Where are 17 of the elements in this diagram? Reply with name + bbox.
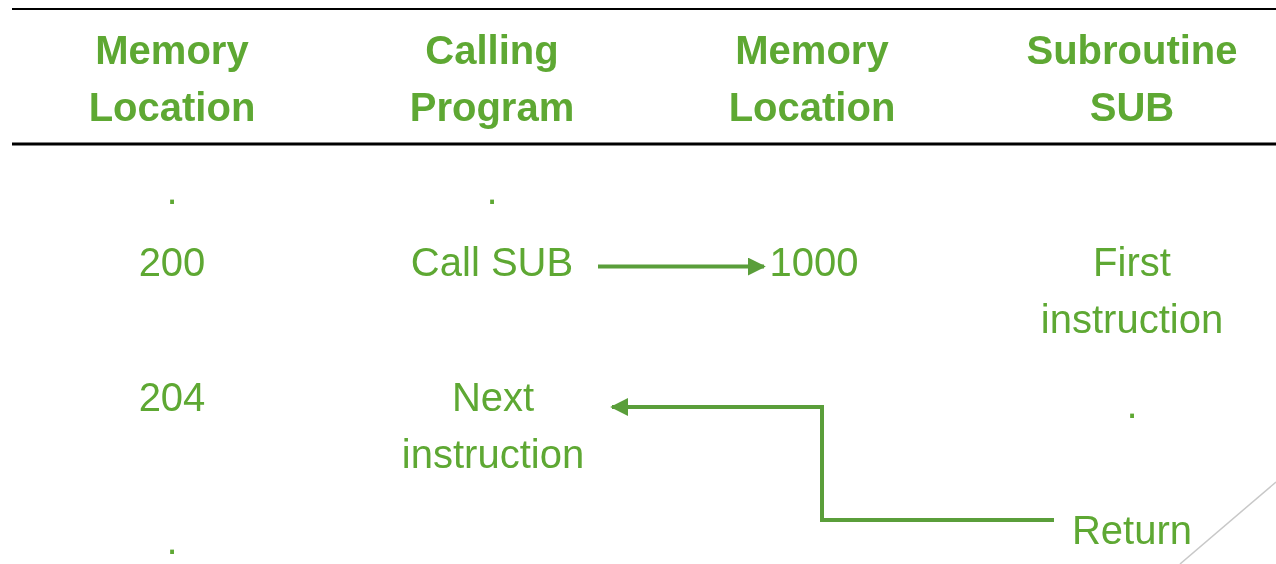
instruction-text: Next instruction xyxy=(376,369,610,483)
memory-address: 200 xyxy=(137,239,207,286)
ellipsis-dot: . xyxy=(485,167,499,214)
column-header: Memory Location xyxy=(87,27,257,131)
instruction-text: Return xyxy=(1058,502,1206,559)
memory-address: 204 xyxy=(137,374,207,421)
ellipsis-dot: . xyxy=(165,517,179,564)
ellipsis-dot: . xyxy=(1125,381,1139,428)
ellipsis-dot: . xyxy=(165,167,179,214)
column-header: Memory Location xyxy=(727,27,897,131)
column-header: Subroutine SUB xyxy=(1025,27,1239,131)
memory-address: 1000 xyxy=(764,234,864,291)
instruction-text: Call SUB xyxy=(400,234,584,291)
arrow xyxy=(598,257,766,276)
instruction-text: First instruction xyxy=(1039,239,1225,343)
arrow xyxy=(610,398,1054,522)
column-header: Calling Program xyxy=(408,27,576,131)
